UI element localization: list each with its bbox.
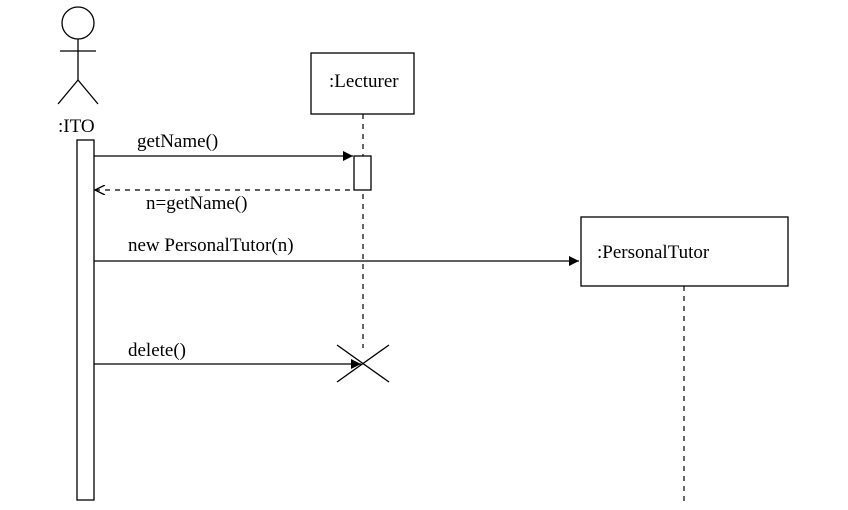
create-personaltutor-label: new PersonalTutor(n) [128, 235, 294, 256]
lecturer-object-label: :Lecturer [329, 71, 399, 92]
getname-call-label: getName() [137, 131, 218, 152]
actor-activation-bar [76, 139, 95, 501]
lecturer-destroy-x-icon [336, 344, 390, 383]
lecturer-activation-bar [353, 155, 372, 191]
personaltutor-object-label: :PersonalTutor [597, 242, 710, 263]
actor-label: :ITO [58, 116, 95, 137]
getname-return-label: n=getName() [146, 193, 247, 214]
lecturer-object-box [310, 52, 415, 115]
delete-label: delete() [128, 340, 186, 361]
personaltutor-object-box [580, 216, 789, 287]
actor-stick-figure-icon [57, 6, 99, 105]
